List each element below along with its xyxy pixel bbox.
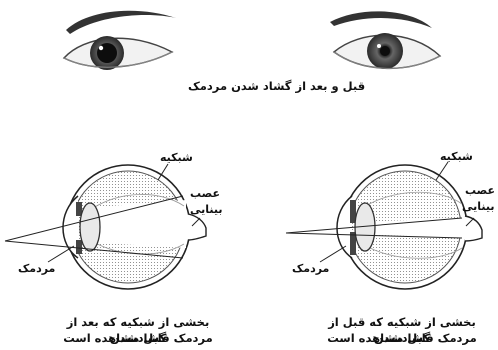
right-caption-line-2: مردمک قابل مشاهده است: [322, 330, 482, 346]
left-eye-photo: [64, 11, 176, 70]
right-optic-nerve-label-2: بینایی: [462, 200, 495, 213]
left-optic-nerve-label-1: عصب: [190, 187, 220, 200]
right-eye-photo: [330, 11, 440, 69]
right-pupil-label: مردمک: [292, 262, 329, 275]
left-retina-label: شبکیه: [160, 151, 193, 164]
left-caption-line-2: مردمک قابل مشاهده است: [58, 330, 218, 346]
header-caption: قبل و بعد از گشاد شدن مردمک: [188, 80, 365, 93]
right-optic-nerve-label-1: عصب: [465, 184, 495, 197]
left-pupil-label: مردمک: [18, 262, 55, 275]
left-optic-nerve-label-2: بینایی: [190, 203, 223, 216]
right-retina-label: شبکیه: [440, 150, 473, 163]
